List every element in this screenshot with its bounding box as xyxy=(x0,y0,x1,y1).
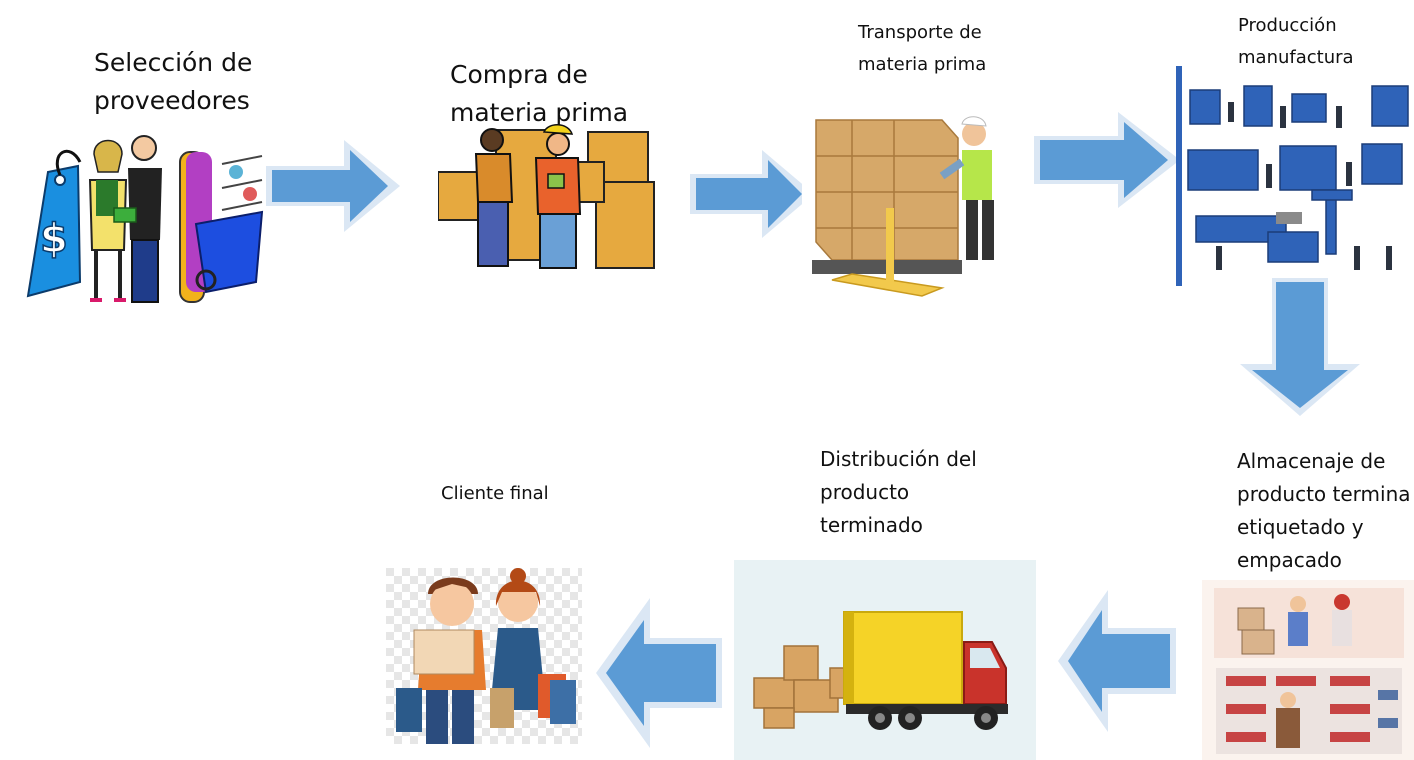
fabric-rolls-icon xyxy=(179,151,264,303)
svg-text:$: $ xyxy=(40,216,68,262)
woman-figure-icon xyxy=(88,139,128,302)
arrow-transporte-to-produccion xyxy=(1034,108,1180,212)
end-customer-illustration xyxy=(386,568,582,744)
label-almacenaje: Almacenaje de producto termina etiquetad… xyxy=(1237,449,1411,572)
warehouse-illustration xyxy=(1202,580,1414,760)
label-produccion: Producción manufactura xyxy=(1238,15,1354,68)
arrow-produccion-to-almacenaje xyxy=(1240,278,1360,416)
price-tag-icon: $ xyxy=(26,149,82,298)
label-seleccion: Selección de proveedores xyxy=(94,48,253,115)
purchase-illustration xyxy=(438,122,656,272)
man-figure-icon xyxy=(113,135,162,303)
arrow-distribucion-to-cliente xyxy=(596,598,722,748)
label-compra: Compra de materia prima xyxy=(450,60,629,127)
label-cliente: Cliente final xyxy=(441,483,549,504)
label-distribucion: Distribución del producto terminado xyxy=(820,447,977,537)
manufacturing-illustration xyxy=(1176,66,1414,286)
transport-illustration xyxy=(802,110,1030,300)
arrow-seleccion-to-compra xyxy=(266,136,400,236)
arrow-compra-to-transporte xyxy=(690,146,814,242)
distribution-truck-illustration xyxy=(734,560,1036,760)
arrow-almacenaje-to-distribucion xyxy=(1058,590,1176,732)
label-transporte: Transporte de materia prima xyxy=(858,22,987,75)
supplier-selection-illustration: $ xyxy=(10,132,266,312)
